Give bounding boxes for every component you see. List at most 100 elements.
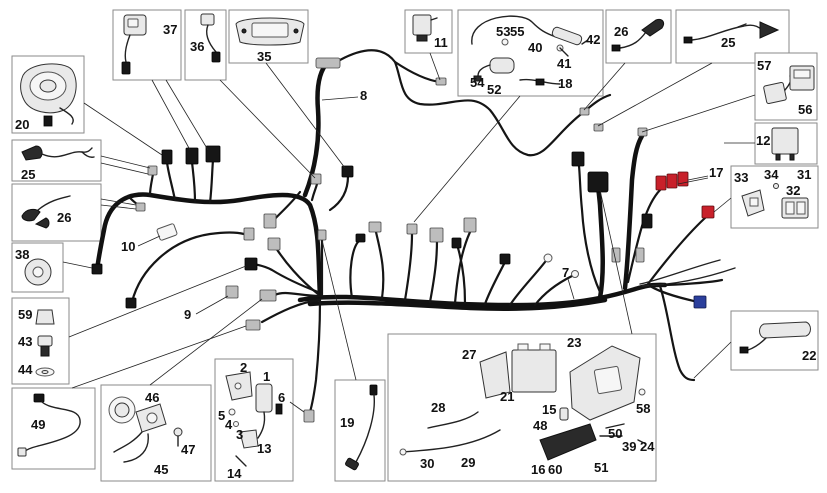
callout-41: 41: [557, 56, 571, 71]
main-harness: [91, 49, 736, 423]
callout-35: 35: [257, 49, 271, 64]
callout-45: 45: [154, 462, 168, 477]
connector-17-red-a: [655, 175, 667, 191]
callout-16: 16: [531, 462, 545, 477]
callout-19: 19: [340, 415, 354, 430]
leader-lines: [62, 52, 756, 413]
callout-3: 3: [236, 427, 243, 442]
callout-37: 37: [163, 22, 177, 37]
callout-14: 14: [227, 466, 242, 481]
callout-60: 60: [548, 462, 562, 477]
connector-17-red-b: [666, 173, 678, 189]
callout-50: 50: [608, 426, 622, 441]
part-37-switch: [121, 14, 147, 75]
part-1-14-sensor-brackets: [225, 371, 283, 467]
callout-43: 43: [18, 334, 32, 349]
battery-cover-27: [479, 351, 511, 399]
callout-30: 30: [420, 456, 434, 471]
callout-56: 56: [798, 102, 812, 117]
battery-21: [511, 349, 557, 393]
connector-35: [341, 165, 354, 178]
callout-5: 5: [218, 408, 225, 423]
callout-54: 54: [470, 75, 485, 90]
part-33-34-31-32-fuse-holder: [741, 183, 809, 219]
callout-55: 55: [510, 24, 524, 39]
callout-21: 21: [500, 389, 514, 404]
box-19: [334, 379, 386, 482]
callout-34: 34: [764, 167, 779, 182]
connector-20: [161, 149, 173, 165]
box-49: [11, 387, 96, 470]
callout-15: 15: [542, 402, 556, 417]
callout-27: 27: [462, 347, 476, 362]
callout-58: 58: [636, 401, 650, 416]
callout-57: 57: [757, 58, 771, 73]
callout-33: 33: [734, 170, 748, 185]
callout-11: 11: [434, 35, 448, 50]
part-group-40-sensor-coil: [471, 15, 589, 86]
part-25-top-indicator: [683, 21, 780, 44]
callout-28: 28: [431, 400, 445, 415]
callout-9: 9: [184, 307, 191, 322]
part-10-cable: [125, 223, 255, 309]
callout-25-left: 25: [21, 167, 35, 182]
part-19-sensor: [345, 384, 378, 471]
callout-32: 32: [786, 183, 800, 198]
harness-trunk: [297, 282, 668, 308]
callout-49: 49: [31, 417, 45, 432]
callout-48: 48: [533, 418, 547, 433]
callout-59: 59: [18, 307, 32, 322]
part-11-relay: [412, 14, 438, 42]
callout-labels: 37 36 35 11 53 55 40 42 41 54 52 18 26 2…: [15, 22, 816, 481]
callout-42: 42: [586, 32, 600, 47]
callout-2: 2: [240, 360, 247, 375]
box-25-left: [11, 139, 102, 182]
callout-7: 7: [562, 265, 569, 280]
callout-1: 1: [263, 369, 270, 384]
callout-10: 10: [121, 239, 135, 254]
callout-31: 31: [797, 167, 811, 182]
callout-51: 51: [594, 460, 608, 475]
callout-53: 53: [496, 24, 510, 39]
connector-blue: [693, 295, 707, 309]
callout-44: 44: [18, 362, 33, 377]
callout-47: 47: [181, 442, 195, 457]
callout-26-top: 26: [614, 24, 628, 39]
part-35-instrument-cluster: [235, 17, 305, 46]
fuse-box-48: [539, 423, 597, 461]
box-22: [730, 310, 819, 371]
callout-36: 36: [190, 39, 204, 54]
battery-cable-29: [401, 429, 501, 453]
callout-38: 38: [15, 247, 29, 262]
part-57-56-relays: [763, 65, 815, 105]
callout-20: 20: [15, 117, 29, 132]
part-20-headlight: [20, 63, 77, 127]
callout-4: 4: [225, 417, 233, 432]
callout-22: 22: [802, 348, 816, 363]
harness-upper-left-branch: [94, 192, 323, 299]
callout-6: 6: [278, 390, 285, 405]
part-26-left-indicator: [21, 195, 71, 229]
callout-29: 29: [461, 455, 475, 470]
battery-cable-28: [427, 411, 479, 429]
callout-26-left: 26: [57, 210, 71, 225]
part-59-43-44-sensor-set: [35, 309, 55, 377]
callout-12: 12: [756, 133, 770, 148]
connector-top-left: [315, 57, 341, 69]
box-26-top: [605, 9, 672, 64]
callout-24: 24: [640, 439, 655, 454]
part-battery-ecu-group: [399, 343, 647, 461]
part-26-top-indicator: [611, 19, 665, 52]
callout-39: 39: [622, 439, 636, 454]
part-46-45-47-pump: [108, 396, 183, 463]
callout-18: 18: [558, 76, 572, 91]
callout-25-top: 25: [721, 35, 735, 50]
part-12-relay: [771, 127, 799, 161]
connector-red-33: [701, 205, 715, 219]
part-38-ring: [24, 258, 52, 286]
part-22-plate-light: [739, 321, 811, 354]
callout-23: 23: [567, 335, 581, 350]
callout-13: 13: [257, 441, 271, 456]
connector-big-ecu: [587, 171, 609, 193]
callout-46: 46: [145, 390, 159, 405]
